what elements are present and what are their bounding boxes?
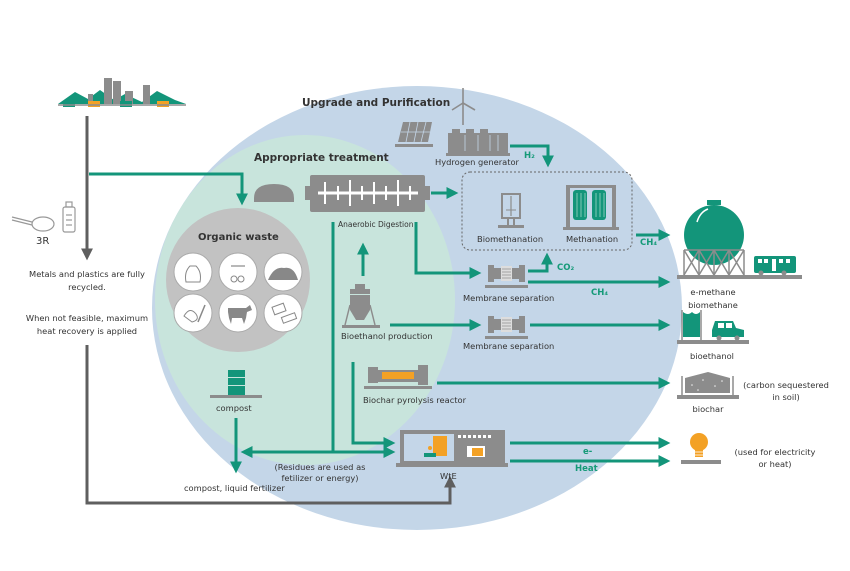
bus-icon <box>754 256 796 276</box>
anaerobic-digester-icon <box>305 175 430 212</box>
hydrogen-generator-icon <box>446 129 510 156</box>
co2-label: CO₂ <box>557 263 575 273</box>
light-bulb-icon <box>681 433 721 464</box>
h2-flow-arrow <box>510 144 554 168</box>
biochar-output-label: biochar <box>692 404 724 414</box>
treatment-region-title: Appropriate treatment <box>254 152 389 164</box>
organic-waste-icons <box>173 252 303 333</box>
membrane-separation-label-2: Membrane separation <box>463 341 555 351</box>
energy-note-line2: or heat) <box>758 459 792 469</box>
biomethanation-label: Biomethanation <box>477 234 544 244</box>
garbage-bag-icon <box>173 252 213 292</box>
wood-waste-icon <box>263 293 303 333</box>
vegetable-waste-icon <box>173 293 213 333</box>
biochar-note-line2: in soil) <box>772 392 800 402</box>
organic-waste-title: Organic waste <box>198 232 279 243</box>
biochar-pile-icon <box>677 372 739 399</box>
membrane-separation-icon <box>485 265 528 288</box>
wte-label: WtE <box>440 471 457 481</box>
biochar-reactor-icon <box>364 365 432 389</box>
frying-pan-icon <box>11 216 55 232</box>
compost-label: compost <box>216 403 252 413</box>
gas-tank-icon <box>677 200 802 279</box>
ch4-label-mid: CH₄ <box>591 288 609 298</box>
digester-dome-icon <box>254 184 294 198</box>
heat-label: Heat <box>575 464 598 474</box>
ad-to-membrane-arrow <box>414 222 482 279</box>
recycled-note-line2: recycled. <box>68 282 106 292</box>
biochar-note-line1: (carbon sequestered <box>743 380 829 390</box>
membrane-separation-label-1: Membrane separation <box>463 293 555 303</box>
anaerobic-digestion-label: Anaerobic Digestion <box>338 220 414 229</box>
hydrogen-generator-label: Hydrogen generator <box>435 157 519 167</box>
to-wte-arrow <box>351 362 396 449</box>
bioethanol-production-icon <box>342 284 380 328</box>
methanation-group-box <box>461 171 633 251</box>
bioethanol-production-label: Bioethanol production <box>341 331 433 341</box>
bioethanol-base <box>677 340 749 344</box>
recycled-note-line1: Metals and plastics are fully <box>29 269 145 279</box>
methanation-icon <box>563 185 619 230</box>
methanation-label: Methanation <box>566 234 619 244</box>
heat-recovery-flow-line <box>85 345 456 505</box>
biochar-reactor-label: Biochar pyrolysis reactor <box>363 395 467 405</box>
co2-flow-arrow <box>528 252 553 273</box>
residues-note-line2: fetilizer or energy) <box>281 473 359 483</box>
upgrade-region-title: Upgrade and Purification <box>302 97 451 109</box>
wte-plant-icon <box>396 430 508 467</box>
food-scraps-icon <box>218 252 258 292</box>
bottle-icon <box>62 201 76 233</box>
ch4-label-top: CH₄ <box>640 238 658 248</box>
h2-label: H₂ <box>524 151 535 161</box>
solar-panel-icon <box>395 121 433 147</box>
heat-recovery-note-line1: When not feasible, maximum <box>25 313 149 323</box>
methane-output-line1: e-methane <box>690 287 736 297</box>
bioethanol-output-label: bioethanol <box>690 351 734 361</box>
car-icon <box>712 321 744 341</box>
three-r-label: 3R <box>36 236 50 247</box>
membrane-separation-icon-2 <box>485 316 528 339</box>
organic-waste-flow-line <box>89 172 248 206</box>
compost-fertilizer-label: compost, liquid fertilizer <box>184 483 285 493</box>
electricity-label: e- <box>583 447 593 457</box>
biomethanation-icon <box>498 193 524 228</box>
compost-icon <box>210 370 262 398</box>
bioethanol-tank-icon <box>681 310 702 340</box>
city-icon <box>58 78 186 107</box>
energy-note-line1: (used for electricity <box>734 447 816 457</box>
residues-note-line1: (Residues are used as <box>274 462 366 472</box>
methane-output-line2: biomethane <box>688 300 738 310</box>
wind-turbine-icon <box>451 88 476 125</box>
heat-recovery-note-line2: heat recovery is applied <box>36 326 138 336</box>
